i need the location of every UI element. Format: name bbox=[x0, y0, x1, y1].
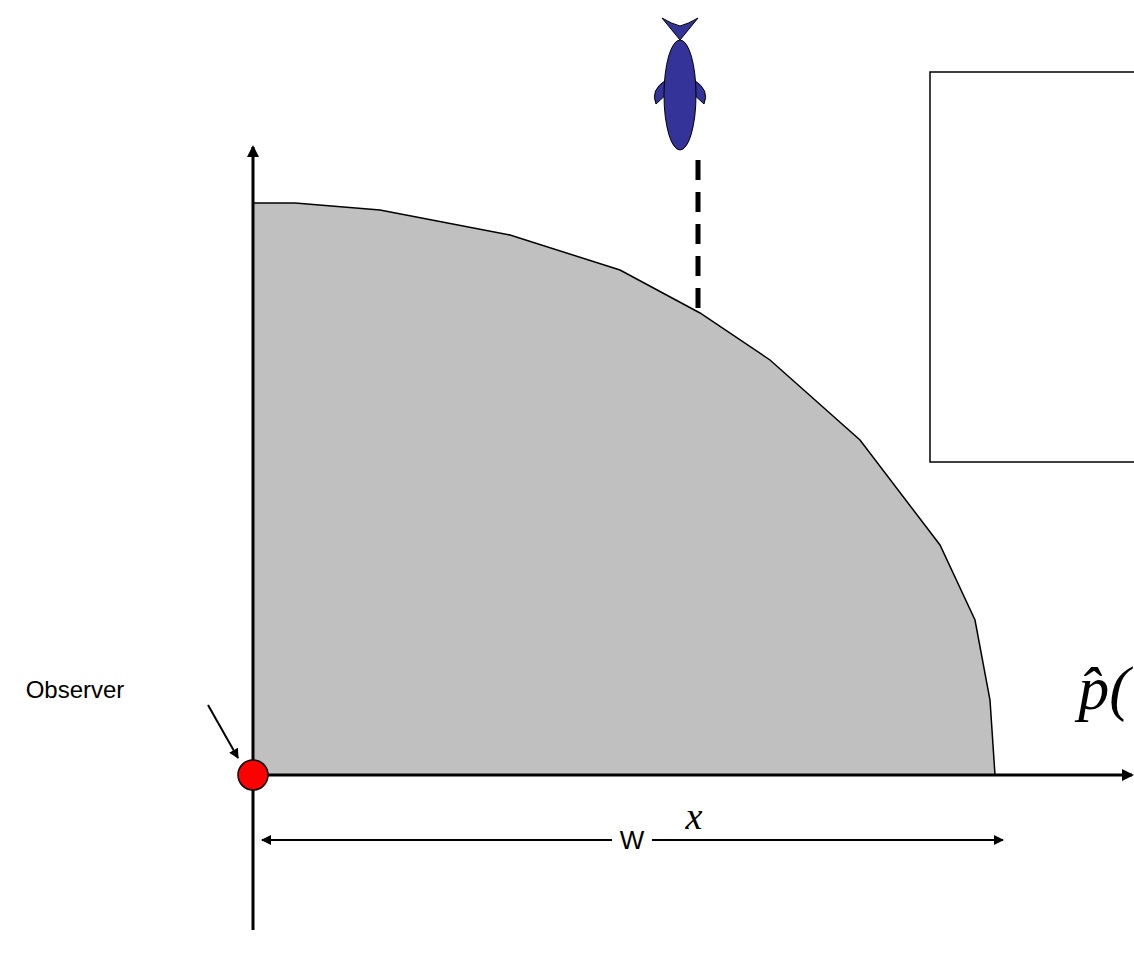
observer-dot bbox=[238, 760, 268, 790]
formula-box bbox=[930, 72, 1134, 462]
dimension-label: W bbox=[612, 825, 653, 856]
y-axis bbox=[252, 147, 255, 930]
perpendicular-distance bbox=[696, 160, 701, 313]
observer-label: Observer bbox=[26, 676, 125, 704]
whale-icon bbox=[654, 18, 705, 150]
axis-label: x bbox=[686, 794, 703, 838]
detection-region bbox=[253, 203, 995, 775]
x-axis bbox=[253, 774, 1132, 777]
observer-leader bbox=[208, 705, 238, 758]
formula-fragment: p̂( bbox=[1078, 653, 1130, 724]
